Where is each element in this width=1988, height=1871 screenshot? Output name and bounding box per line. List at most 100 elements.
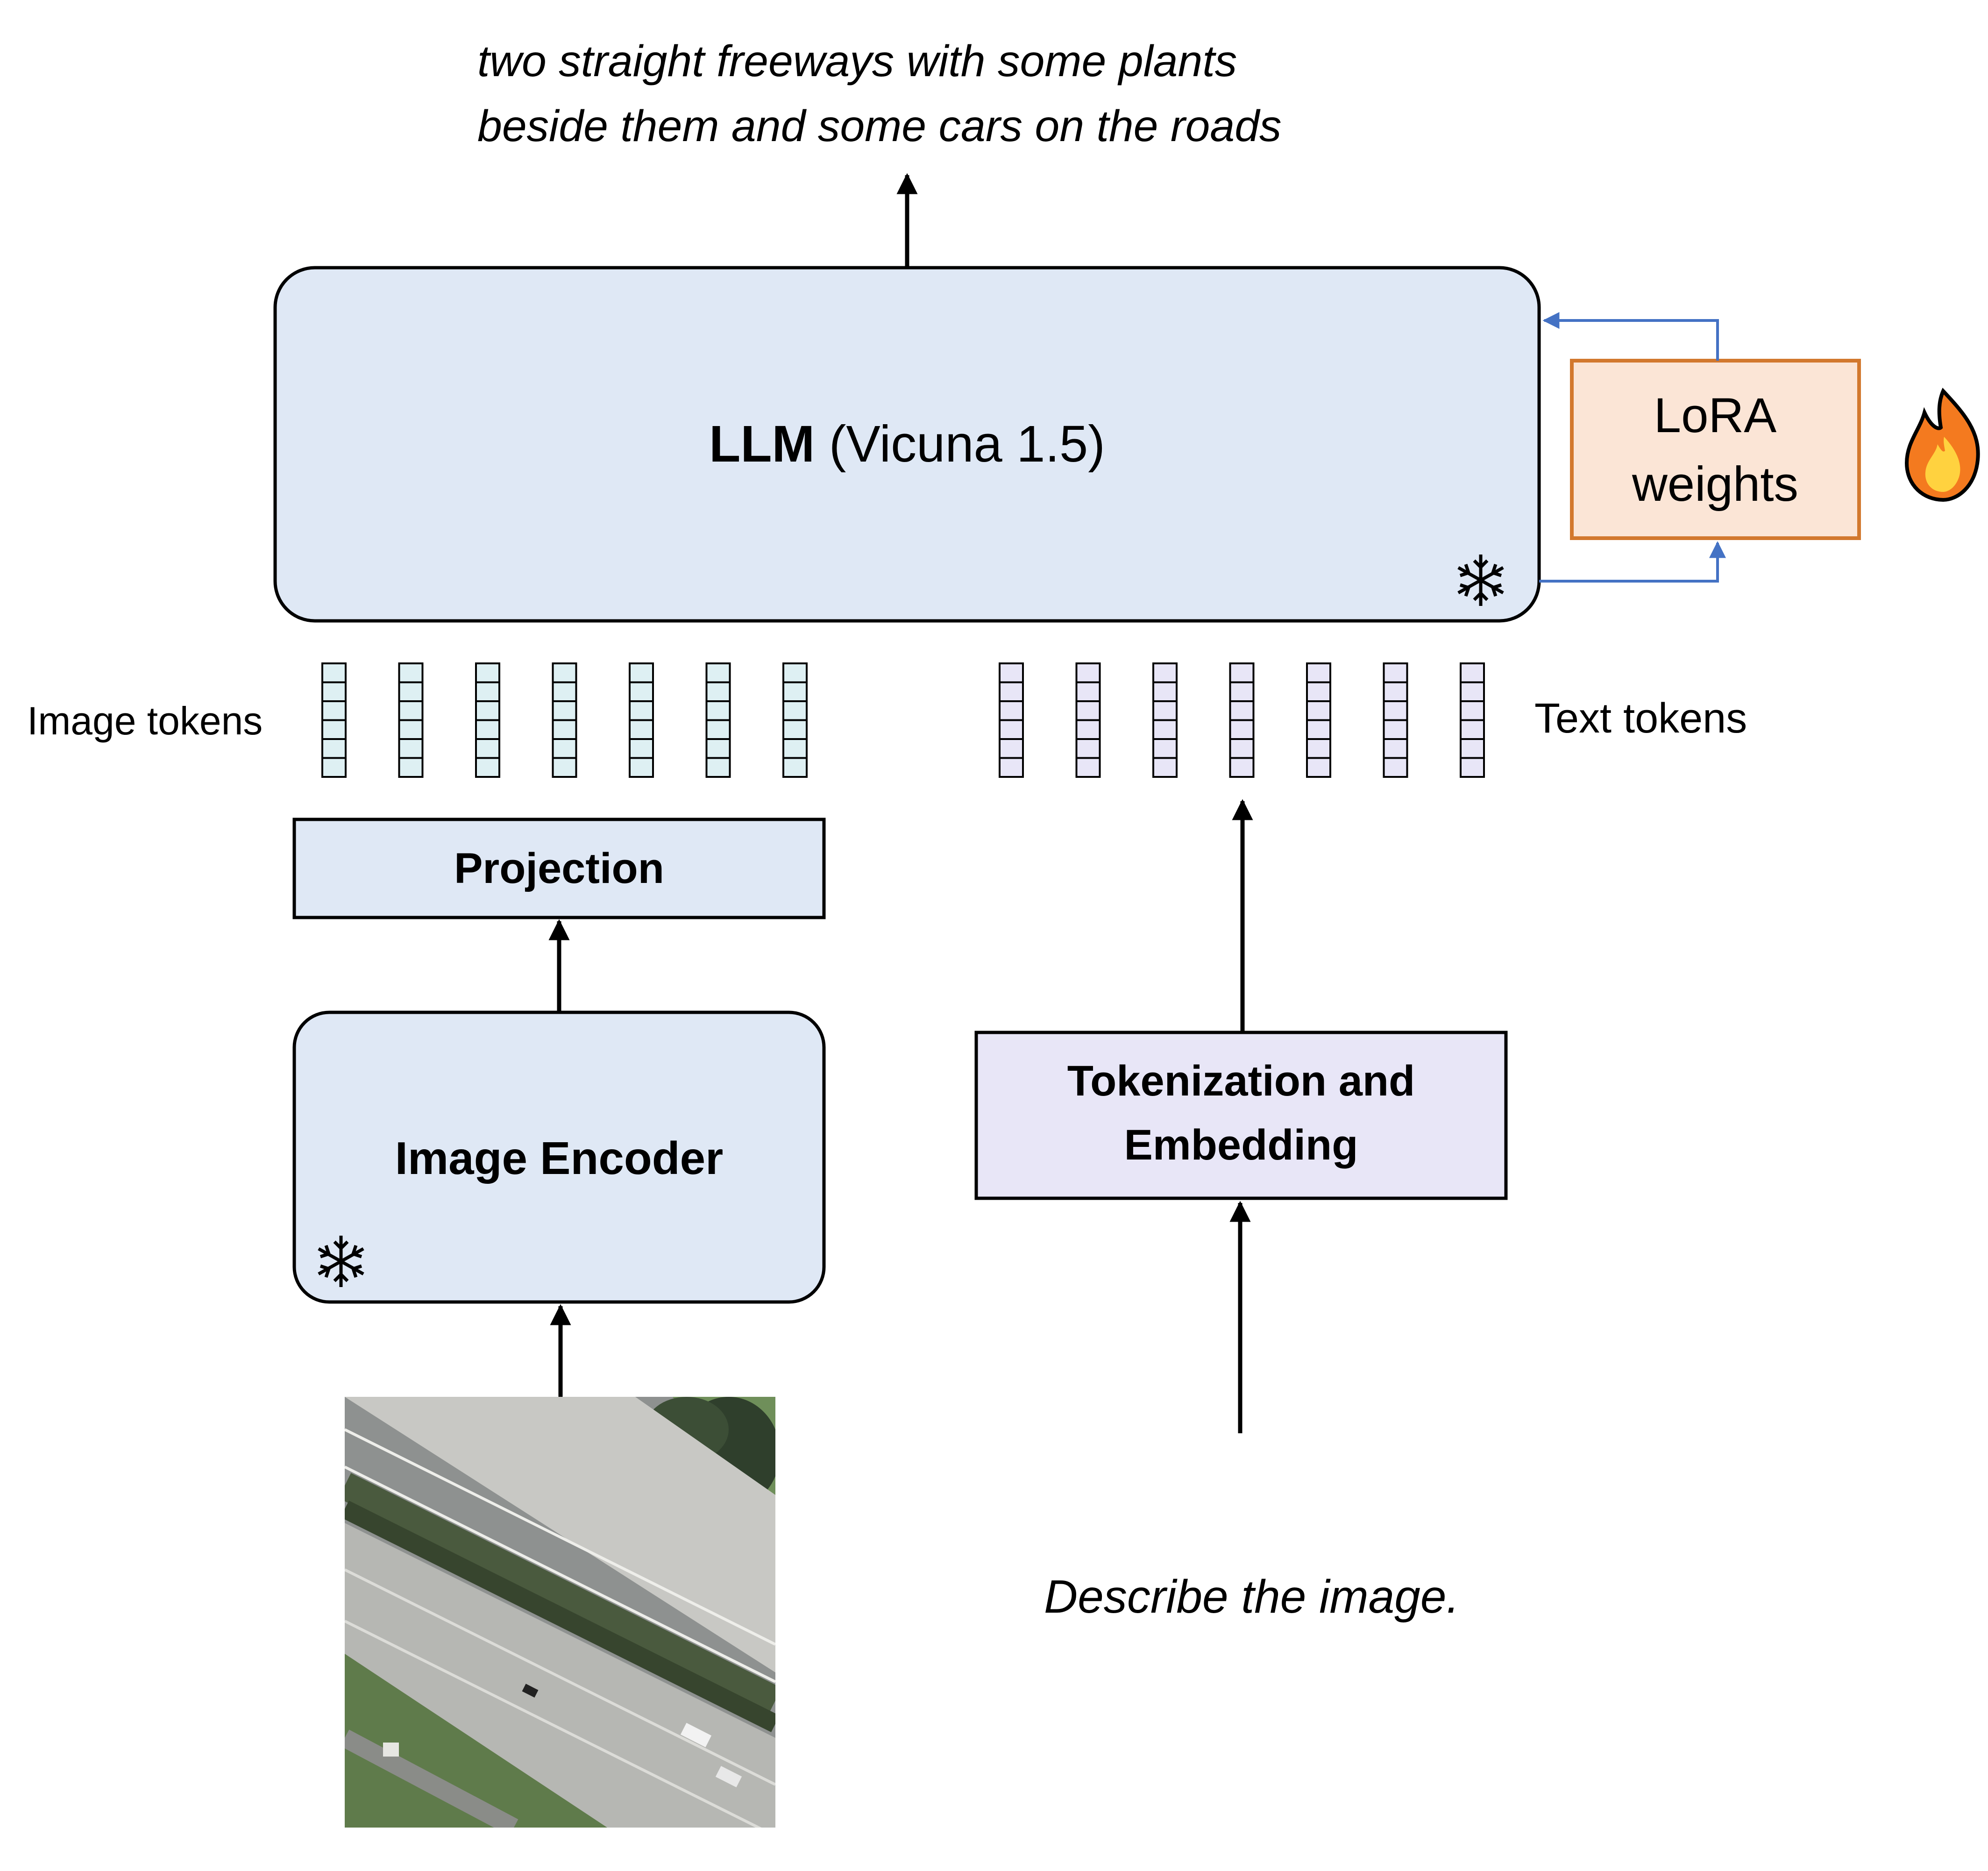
output-caption: two straight freeways with some plants b… <box>477 36 1282 151</box>
image-token-cell <box>398 738 424 759</box>
image-token-cell <box>782 662 808 683</box>
text-token-cell <box>1383 681 1408 702</box>
snowflake-icon <box>318 1236 364 1287</box>
text-tokens-label: Text tokens <box>1534 695 1747 742</box>
image-token-cell <box>321 681 347 702</box>
image-token-cell <box>705 662 731 683</box>
image-token-cell <box>782 719 808 740</box>
llm-label-rest: (Vicuna 1.5) <box>815 415 1105 473</box>
image-token-cell <box>705 738 731 759</box>
image-token-cell <box>321 757 347 778</box>
text-token-cell <box>1460 738 1485 759</box>
text-token-cell <box>1229 719 1255 740</box>
text-token-cell <box>1229 681 1255 702</box>
image-token-cell <box>321 719 347 740</box>
image-token-cell <box>552 700 577 721</box>
text-token-column <box>1229 662 1255 778</box>
image-token-cell <box>475 719 500 740</box>
lora-block: LoRA weights <box>1539 312 1980 583</box>
text-token-cell <box>1075 700 1101 721</box>
text-token-column <box>1383 662 1408 778</box>
image-token-column <box>552 662 577 778</box>
image-token-cell <box>552 757 577 778</box>
lora-label-line2: weights <box>1632 457 1798 512</box>
text-token-cell <box>1152 719 1178 740</box>
text-token-cell <box>1383 719 1408 740</box>
text-token-cell <box>1152 662 1178 683</box>
image-token-cell <box>629 700 654 721</box>
image-token-cell <box>629 681 654 702</box>
text-token-cell <box>1306 719 1331 740</box>
text-token-cell <box>1075 719 1101 740</box>
text-token-cell <box>999 681 1024 702</box>
text-token-cell <box>1383 757 1408 778</box>
tokenization-box <box>974 1031 1508 1200</box>
text-token-cell <box>1075 738 1101 759</box>
image-token-cell <box>629 738 654 759</box>
prompt-text: Describe the image. <box>1044 1571 1459 1623</box>
image-token-cell <box>629 719 654 740</box>
text-token-cell <box>1229 757 1255 778</box>
image-token-column <box>321 662 347 778</box>
image-tokens <box>321 662 808 778</box>
image-token-cell <box>782 700 808 721</box>
image-token-cell <box>552 738 577 759</box>
text-token-cell <box>1229 700 1255 721</box>
text-token-cell <box>1460 681 1485 702</box>
text-token-cell <box>999 662 1024 683</box>
text-token-column <box>1075 662 1101 778</box>
image-token-cell <box>552 662 577 683</box>
text-token-cell <box>1460 662 1485 683</box>
image-token-cell <box>475 700 500 721</box>
text-token-cell <box>1306 738 1331 759</box>
text-token-cell <box>1383 738 1408 759</box>
projection-label: Projection <box>454 845 664 892</box>
text-token-cell <box>999 738 1024 759</box>
image-encoder-label: Image Encoder <box>395 1132 724 1184</box>
tokenization-label-line1: Tokenization and <box>1067 1057 1415 1105</box>
text-token-cell <box>1460 700 1485 721</box>
output-caption-line1: two straight freeways with some plants <box>477 36 1237 86</box>
image-token-cell <box>398 662 424 683</box>
tokenization-label-line2: Embedding <box>1124 1121 1358 1169</box>
image-token-cell <box>552 681 577 702</box>
projection-box <box>292 818 826 919</box>
llm-block: LLM (Vicuna 1.5) <box>273 266 1541 623</box>
text-token-cell <box>999 719 1024 740</box>
text-token-cell <box>1075 757 1101 778</box>
image-encoder-block: Image Encoder <box>292 1010 826 1304</box>
text-token-column <box>1460 662 1485 778</box>
image-token-cell <box>782 738 808 759</box>
image-token-cell <box>705 700 731 721</box>
image-token-cell <box>321 700 347 721</box>
image-encoder-box <box>292 1010 826 1304</box>
image-token-column <box>475 662 500 778</box>
text-token-cell <box>1383 700 1408 721</box>
text-token-cell <box>1229 738 1255 759</box>
text-token-cell <box>1075 681 1101 702</box>
image-token-cell <box>705 757 731 778</box>
text-token-cell <box>1306 757 1331 778</box>
image-token-cell <box>705 681 731 702</box>
lora-label-line1: LoRA <box>1654 388 1777 443</box>
snowflake-icon <box>1457 555 1504 606</box>
image-token-cell <box>782 757 808 778</box>
image-token-cell <box>475 738 500 759</box>
image-token-cell <box>629 757 654 778</box>
llm-label-bold: LLM <box>709 415 815 473</box>
image-token-cell <box>398 719 424 740</box>
image-token-cell <box>398 681 424 702</box>
image-token-cell <box>552 719 577 740</box>
text-token-cell <box>1152 738 1178 759</box>
llm-label: LLM (Vicuna 1.5) <box>709 415 1105 473</box>
text-token-column <box>1152 662 1178 778</box>
text-token-cell <box>999 757 1024 778</box>
image-token-cell <box>398 700 424 721</box>
arrow-lora-to-llm <box>1542 312 1719 361</box>
llm-box <box>273 266 1541 623</box>
image-tokens-label: Image tokens <box>27 699 263 743</box>
image-token-cell <box>321 662 347 683</box>
text-token-cell <box>1460 757 1485 778</box>
fire-icon <box>1904 387 1980 502</box>
text-token-cell <box>1306 681 1331 702</box>
